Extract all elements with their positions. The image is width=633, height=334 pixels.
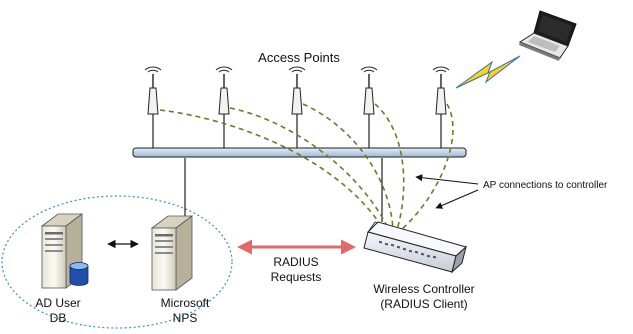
nps-label-line2: NPS [173,311,198,325]
radius-label-line1: RADIUS [273,255,318,269]
access-point-icon [215,66,233,115]
server-icon [150,215,194,291]
ap-connections-arrow-1 [415,174,479,185]
ap-connections-arrow-2 [435,189,479,209]
controller-label-line1: Wireless Controller [373,282,474,296]
ap-link-2 [229,107,390,231]
access-points-label: Access Points [258,50,340,65]
ad-label-line1: AD User [35,296,80,310]
lightning-bolt-icon [455,55,521,89]
access-point-icon [360,66,378,115]
ap-connections-label: AP connections to controller [483,180,608,191]
access-points [144,66,450,115]
controller-label-line2: (RADIUS Client) [380,297,467,311]
ap-connection-links [159,103,454,231]
ap-link-3 [302,103,394,231]
switch-icon [363,221,468,274]
database-icon [69,262,89,286]
ap-link-1 [159,109,385,231]
network-backbone [132,147,467,158]
server-icon [40,213,84,289]
ad-label-line2: DB [50,311,67,325]
ap-link-4 [374,103,405,231]
radius-label-line2: Requests [271,270,322,284]
backbone-drops [152,114,442,224]
access-point-icon [288,66,306,115]
ap-link-5 [400,103,454,231]
laptop-icon [518,10,577,61]
access-point-icon [432,66,450,115]
server-domain-ellipse [1,195,233,329]
nps-label-line1: Microsoft [161,296,210,310]
access-point-icon [144,66,162,115]
